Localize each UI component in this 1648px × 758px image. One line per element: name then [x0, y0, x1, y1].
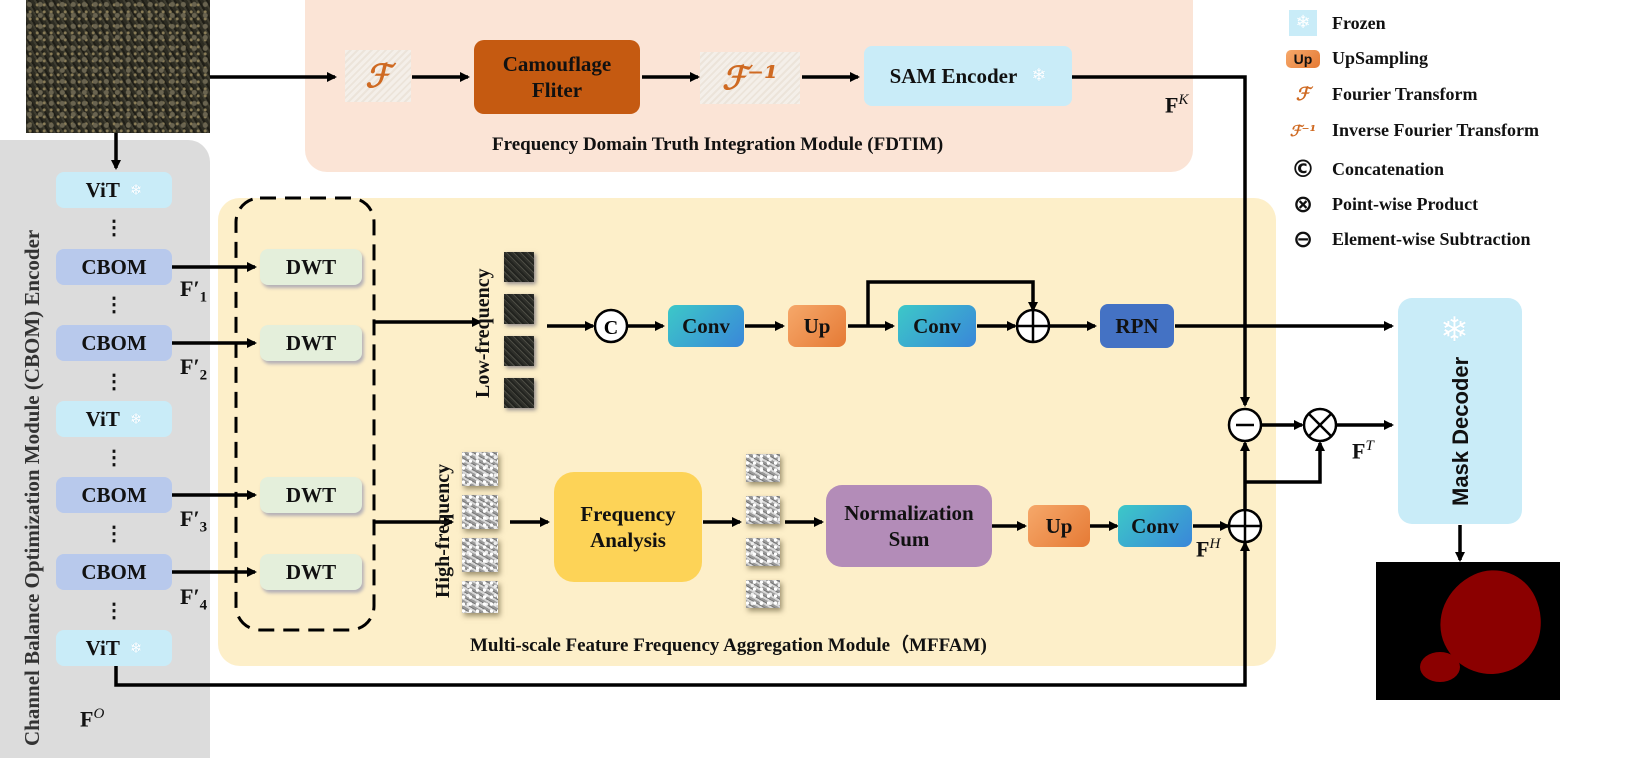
- ft-label: FT: [1352, 438, 1374, 464]
- legend-label: Fourier Transform: [1332, 84, 1478, 104]
- upsampling-block-2: Up: [1028, 505, 1090, 547]
- snowflake-icon: ❄: [1440, 310, 1469, 350]
- legend-frozen: ❄ Frozen: [1286, 10, 1386, 36]
- f1-label: F′1: [180, 276, 208, 306]
- legend-upsampling: Up UpSampling: [1285, 48, 1429, 69]
- sam-encoder-label: SAM Encoder: [889, 63, 1018, 88]
- output-mask-image: [1376, 562, 1560, 700]
- low-freq-map-1: [504, 252, 534, 282]
- product-icon: ⊗: [1292, 190, 1314, 218]
- snowflake-icon: ❄: [1286, 10, 1320, 36]
- upsampling-block-1: Up: [788, 305, 846, 347]
- inverse-fourier-transform-icon: ℱ⁻¹: [700, 52, 800, 104]
- cbom-block-1: CBOM: [56, 249, 172, 285]
- fourier-icon: ℱ: [1295, 84, 1311, 105]
- up-badge-icon: Up: [1285, 49, 1321, 68]
- vit-block-3: ViT❄: [56, 630, 172, 666]
- fourier-transform-icon: ℱ: [345, 50, 411, 102]
- analyzed-map-3: [746, 538, 780, 566]
- ellipsis: ⋮: [104, 371, 124, 393]
- vit-block-2: ViT❄: [56, 401, 172, 437]
- legend-label: UpSampling: [1332, 48, 1429, 68]
- analyzed-map-1: [746, 454, 780, 482]
- legend-product: ⊗ Point-wise Product: [1286, 190, 1478, 218]
- high-frequency-label: High-frequency: [432, 463, 454, 598]
- legend-label: Concatenation: [1332, 158, 1444, 179]
- analyzed-map-2: [746, 496, 780, 524]
- ellipsis: ⋮: [104, 600, 124, 622]
- ellipsis: ⋮: [104, 447, 124, 469]
- encoder-title: Channel Balance Optimization Module (CBO…: [20, 229, 44, 746]
- f2-label: F′2: [180, 354, 208, 384]
- dwt-block-2: DWT: [260, 325, 362, 361]
- f4-label: F′4: [180, 584, 208, 614]
- fdtim-title: Frequency Domain Truth Integration Modul…: [492, 134, 944, 155]
- fk-label: FK: [1165, 92, 1189, 118]
- legend-label: Inverse Fourier Transform: [1332, 120, 1539, 140]
- dwt-block-1: DWT: [260, 249, 362, 285]
- conv-block-1: Conv: [668, 305, 744, 347]
- conv-block-3: Conv: [1118, 505, 1192, 547]
- legend-concatenation: © Concatenation: [1286, 155, 1444, 183]
- fh-label: FH: [1196, 536, 1221, 562]
- ellipsis: ⋮: [104, 217, 124, 239]
- low-freq-map-4: [504, 378, 534, 408]
- cbom-block-4: CBOM: [56, 554, 172, 590]
- snowflake-icon: ❄: [129, 638, 143, 657]
- high-freq-map-4: [462, 581, 498, 613]
- legend-label: Point-wise Product: [1332, 193, 1479, 214]
- high-freq-map-3: [462, 538, 498, 572]
- dwt-block-3: DWT: [260, 477, 362, 513]
- mask-decoder-block: ❄ Mask Decoder: [1398, 298, 1522, 524]
- input-image: [26, 0, 210, 133]
- subtraction-icon: ⊖: [1292, 225, 1314, 253]
- cbom-block-3: CBOM: [56, 477, 172, 513]
- ellipsis: ⋮: [104, 294, 124, 316]
- vit-block-1: ViT❄: [56, 172, 172, 208]
- cbom-block-2: CBOM: [56, 325, 172, 361]
- dwt-block-4: DWT: [260, 554, 362, 590]
- high-freq-map-1: [462, 452, 498, 486]
- inverse-fourier-icon: ℱ⁻¹: [1289, 121, 1317, 140]
- sam-encoder-block: SAM Encoder ❄: [864, 46, 1072, 106]
- legend-inverse-fourier: ℱ⁻¹ Inverse Fourier Transform: [1286, 120, 1539, 141]
- concat-symbol: C: [604, 317, 618, 339]
- concat-icon: ©: [1291, 155, 1315, 183]
- low-frequency-label: Low-frequency: [472, 268, 494, 398]
- snowflake-icon: ❄: [129, 180, 143, 199]
- legend-label: Element-wise Subtraction: [1332, 228, 1531, 249]
- legend-subtraction: ⊖ Element-wise Subtraction: [1286, 225, 1531, 253]
- f3-label: F′3: [180, 506, 208, 536]
- legend-fourier: ℱ Fourier Transform: [1286, 84, 1478, 105]
- mask-foreground-tail: [1420, 652, 1460, 682]
- legend-label: Frozen: [1332, 12, 1386, 33]
- analyzed-map-4: [746, 580, 780, 608]
- mask-decoder-label: Mask Decoder: [1448, 356, 1473, 506]
- snowflake-icon: ❄: [129, 409, 143, 428]
- ellipsis: ⋮: [104, 523, 124, 545]
- high-freq-map-2: [462, 495, 498, 529]
- snowflake-icon: ❄: [1031, 64, 1047, 86]
- low-freq-map-2: [504, 294, 534, 324]
- rpn-block: RPN: [1100, 304, 1174, 348]
- low-freq-map-3: [504, 336, 534, 366]
- fo-label: FO: [80, 706, 105, 732]
- concat-operator: [593, 308, 629, 344]
- conv-block-2: Conv: [898, 305, 976, 347]
- mffam-title: Multi-scale Feature Frequency Aggregatio…: [470, 635, 987, 656]
